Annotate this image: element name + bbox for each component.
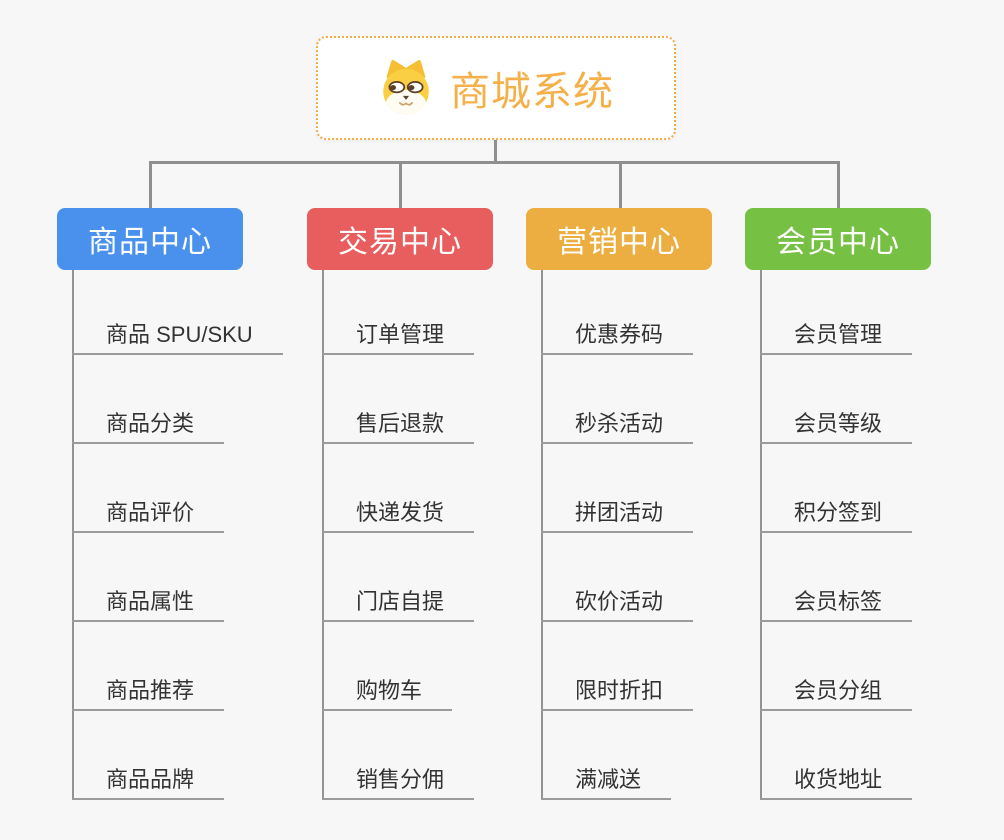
branch-column: 会员中心 会员管理会员等级积分签到会员标签会员分组收货地址 [745,208,1004,808]
leaf-node[interactable]: 快递发货 [322,493,475,533]
leaf-node[interactable]: 会员等级 [760,404,913,444]
leaf-node[interactable]: 限时折扣 [541,671,694,711]
branch-column: 商品中心 商品 SPU/SKU 商品分类商品评价商品属性商品推荐商品品牌 [57,208,317,808]
branch-node[interactable]: 营销中心 [526,208,712,270]
branch-label: 商品中心 [88,226,212,259]
leaf-node[interactable]: 会员标签 [760,582,913,622]
leaf-node[interactable]: 商品 SPU/SKU [72,315,283,355]
leaf-node[interactable]: 会员分组 [760,671,913,711]
leaf-node[interactable]: 商品推荐 [72,671,225,711]
leaf-node[interactable]: 积分签到 [760,493,913,533]
branch-column: 营销中心 优惠券码秒杀活动拼团活动砍价活动限时折扣满减送 [526,208,786,808]
branch-label: 交易中心 [338,226,462,259]
branch-node[interactable]: 商品中心 [57,208,243,270]
leaf-node[interactable]: 拼团活动 [541,493,694,533]
branch-label: 营销中心 [557,226,681,259]
leaf-node[interactable]: 销售分佣 [322,760,475,800]
leaf-node[interactable]: 商品评价 [72,493,225,533]
leaf-node[interactable]: 门店自提 [322,582,475,622]
branch-node[interactable]: 会员中心 [745,208,931,270]
branch-label: 会员中心 [776,226,900,259]
leaf-node[interactable]: 收货地址 [760,760,913,800]
branch-column: 交易中心 订单管理售后退款快递发货门店自提购物车销售分佣 [307,208,567,808]
leaf-node[interactable]: 购物车 [322,671,453,711]
shiba-dog-icon [383,60,429,115]
leaf-node[interactable]: 秒杀活动 [541,404,694,444]
leaf-node[interactable]: 满减送 [541,760,672,800]
leaf-node[interactable]: 会员管理 [760,315,913,355]
leaf-node[interactable]: 商品品牌 [72,760,225,800]
leaf-node[interactable]: 商品分类 [72,404,225,444]
connector-branch-trunk [72,270,74,800]
connector-branch-trunk [541,270,543,800]
leaf-node[interactable]: 订单管理 [322,315,475,355]
leaf-node[interactable]: 商品属性 [72,582,225,622]
connector-branch-drop [149,161,152,208]
connector-horizontal [149,161,840,164]
leaf-node[interactable]: 优惠券码 [541,315,694,355]
root-node[interactable]: 商城系统 [316,36,676,140]
connector-root-stub [494,140,497,163]
connector-branch-drop [619,161,622,208]
connector-branch-drop [837,161,840,208]
connector-branch-trunk [760,270,762,800]
connector-branch-trunk [322,270,324,800]
leaf-node[interactable]: 售后退款 [322,404,475,444]
connector-branch-drop [399,161,402,208]
leaf-node[interactable]: 砍价活动 [541,582,694,622]
branch-node[interactable]: 交易中心 [307,208,493,270]
root-title: 商城系统 [450,70,614,114]
